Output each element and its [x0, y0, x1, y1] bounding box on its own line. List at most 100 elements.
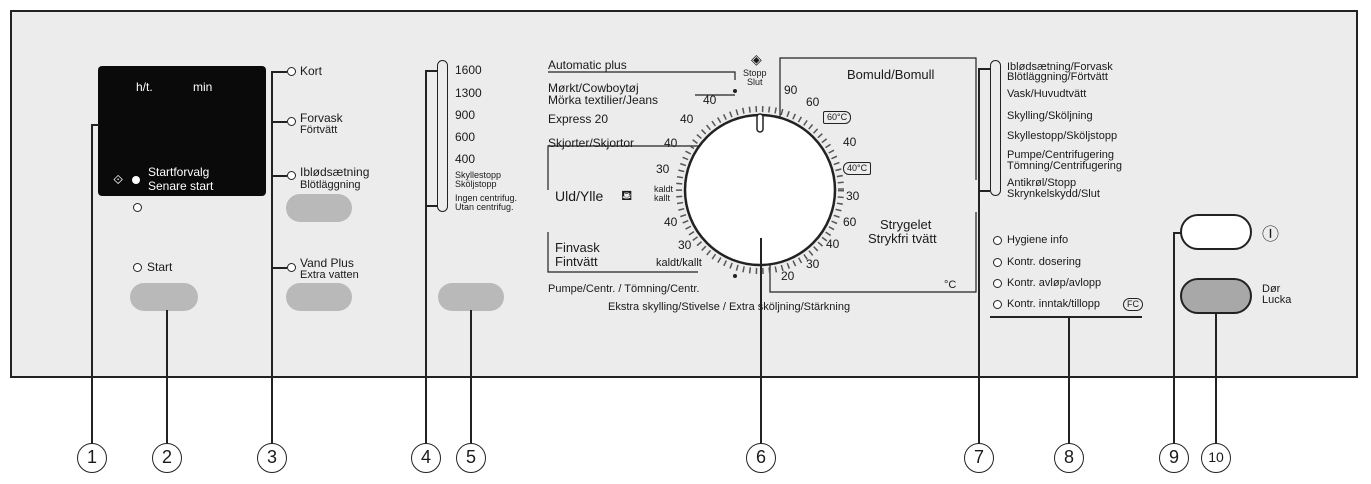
iblod-button[interactable] — [286, 194, 352, 222]
vandplus-led — [287, 263, 296, 272]
phase-3: Vask/Huvudtvätt — [1007, 88, 1087, 100]
stop-label: Stopp — [743, 68, 767, 78]
power-icon: Ⓘ — [1262, 225, 1279, 244]
kort-label: Kort — [300, 64, 323, 78]
phase-5: Skyllestopp/Sköljstopp — [1007, 130, 1118, 142]
prog-fin-30: 30 — [678, 238, 692, 252]
callout-line-9h — [1173, 232, 1181, 234]
callout-10: 10 — [1201, 443, 1231, 473]
callout-6: 6 — [746, 443, 776, 473]
callout-line-4b — [425, 205, 437, 207]
prog-fin-40: 40 — [664, 215, 678, 229]
spin-1600: 1600 — [455, 63, 482, 77]
badge-60: 60°C — [823, 111, 852, 124]
prog-morka: Mörka textilier/Jeans — [548, 93, 659, 107]
spin-led-bar — [437, 60, 448, 212]
callout-2: 2 — [152, 443, 182, 473]
senare-start-label: Senare start — [148, 179, 214, 193]
avlop-led — [993, 279, 1002, 288]
iblod-led — [287, 171, 296, 180]
callout-8: 8 — [1054, 443, 1084, 473]
callout-9: 9 — [1159, 443, 1189, 473]
vandplus-button[interactable] — [286, 283, 352, 311]
prog-express-temp: 40 — [680, 112, 694, 126]
spin-skoljstopp: Sköljstopp — [455, 179, 497, 189]
phase-9: Skrynkelskydd/Slut — [1007, 188, 1100, 200]
blotlaggning-label: Blötläggning — [300, 179, 361, 191]
temp-30: 30 — [846, 189, 860, 203]
temp-90: 90 — [784, 83, 798, 97]
callout-line-1 — [91, 124, 93, 444]
indicator-bracket — [990, 316, 1142, 318]
display-marker — [133, 203, 142, 212]
prog-bomuld: Bomuld/Bomull — [847, 67, 935, 82]
callout-1: 1 — [77, 443, 107, 473]
temp-60b: 60 — [843, 215, 857, 229]
ind-dosering: Kontr. dosering — [1007, 256, 1081, 268]
forvask-led — [287, 117, 296, 126]
prog-fin-kaldt: kaldt/kallt — [656, 257, 702, 269]
time-display — [98, 66, 266, 196]
forvask-label: Forvask — [300, 111, 343, 125]
ind-hygiene: Hygiene info — [1007, 234, 1069, 246]
temp-60: 60 — [806, 95, 820, 109]
callout-line-4a — [425, 70, 437, 72]
vandplus-label: Vand Plus — [300, 256, 354, 270]
display-hours-label: h/t. — [136, 80, 153, 94]
phase-4: Skylling/Sköljning — [1007, 110, 1093, 122]
ind-avlop: Kontr. avløp/avlopp — [1007, 277, 1102, 289]
prog-automatic-plus: Automatic plus — [548, 58, 627, 72]
callout-line-7a — [978, 68, 990, 70]
temp-30b: 30 — [806, 257, 820, 271]
prog-strykfri: Strykfri tvätt — [868, 231, 937, 246]
power-button[interactable] — [1180, 214, 1252, 250]
spin-button[interactable] — [438, 283, 504, 311]
ind-tillopp: Kontr. inntak/tillopp — [1007, 298, 1100, 310]
prog-uld-30: 30 — [656, 162, 670, 176]
prog-kallt: kallt — [654, 193, 671, 203]
phase-1: Iblødsætning/Forvask — [1007, 61, 1113, 73]
startforvalg-label: Startforvalg — [148, 165, 210, 179]
callout-line-4 — [425, 70, 427, 444]
door-lucka-label: Lucka — [1262, 294, 1292, 306]
prog-skjorter-temp: 40 — [664, 136, 678, 150]
prog-ekstra: Ekstra skylling/Stivelse / Extra sköljni… — [608, 301, 851, 313]
spin-900: 900 — [455, 108, 476, 122]
callout-line-7b — [978, 190, 990, 192]
callout-line-2 — [166, 310, 168, 444]
hygiene-led — [993, 236, 1002, 245]
callout-7: 7 — [964, 443, 994, 473]
display-min-label: min — [193, 80, 213, 94]
spin-utan: Utan centrifug. — [455, 202, 514, 212]
callout-line-10 — [1215, 313, 1217, 444]
delay-start-icon: ⟐ — [113, 172, 124, 187]
slut-label: Slut — [747, 77, 763, 87]
callout-line-9 — [1173, 232, 1175, 444]
prog-kaldt: kaldt — [654, 184, 674, 194]
start-label: Start — [147, 260, 173, 274]
wool-icon: ⛾ — [621, 187, 633, 203]
callout-line-3d — [271, 267, 287, 269]
door-button[interactable] — [1180, 278, 1252, 314]
callout-line-3c — [271, 175, 287, 177]
prog-strygelet: Strygelet — [880, 217, 932, 232]
temp-unit: °C — [944, 279, 957, 291]
callout-line-3 — [271, 71, 273, 444]
callout-line-3a — [271, 71, 287, 73]
fc-badge-icon: FC — [1123, 298, 1143, 311]
spin-skyllestop: Skyllestopp — [455, 170, 502, 180]
prog-uld: Uld/Ylle — [555, 188, 604, 204]
prog-pumpe: Pumpe/Centr. / Tömning/Centr. — [548, 283, 700, 295]
spin-ingen: Ingen centrifug. — [455, 193, 518, 203]
dosering-led — [993, 258, 1002, 267]
callout-4: 4 — [411, 443, 441, 473]
start-button[interactable] — [130, 283, 198, 311]
temp-40b: 40 — [826, 237, 840, 251]
phase-2: Blötläggning/Förtvätt — [1007, 71, 1108, 83]
iblod-label: Iblødsætning — [300, 165, 370, 179]
phase-led-bar — [990, 60, 1001, 196]
callout-line-3b — [271, 121, 287, 123]
prog-skjorter: Skjorter/Skjortor — [548, 136, 635, 150]
prog-finvask: Finvask — [555, 240, 600, 255]
temp-40: 40 — [843, 135, 857, 149]
